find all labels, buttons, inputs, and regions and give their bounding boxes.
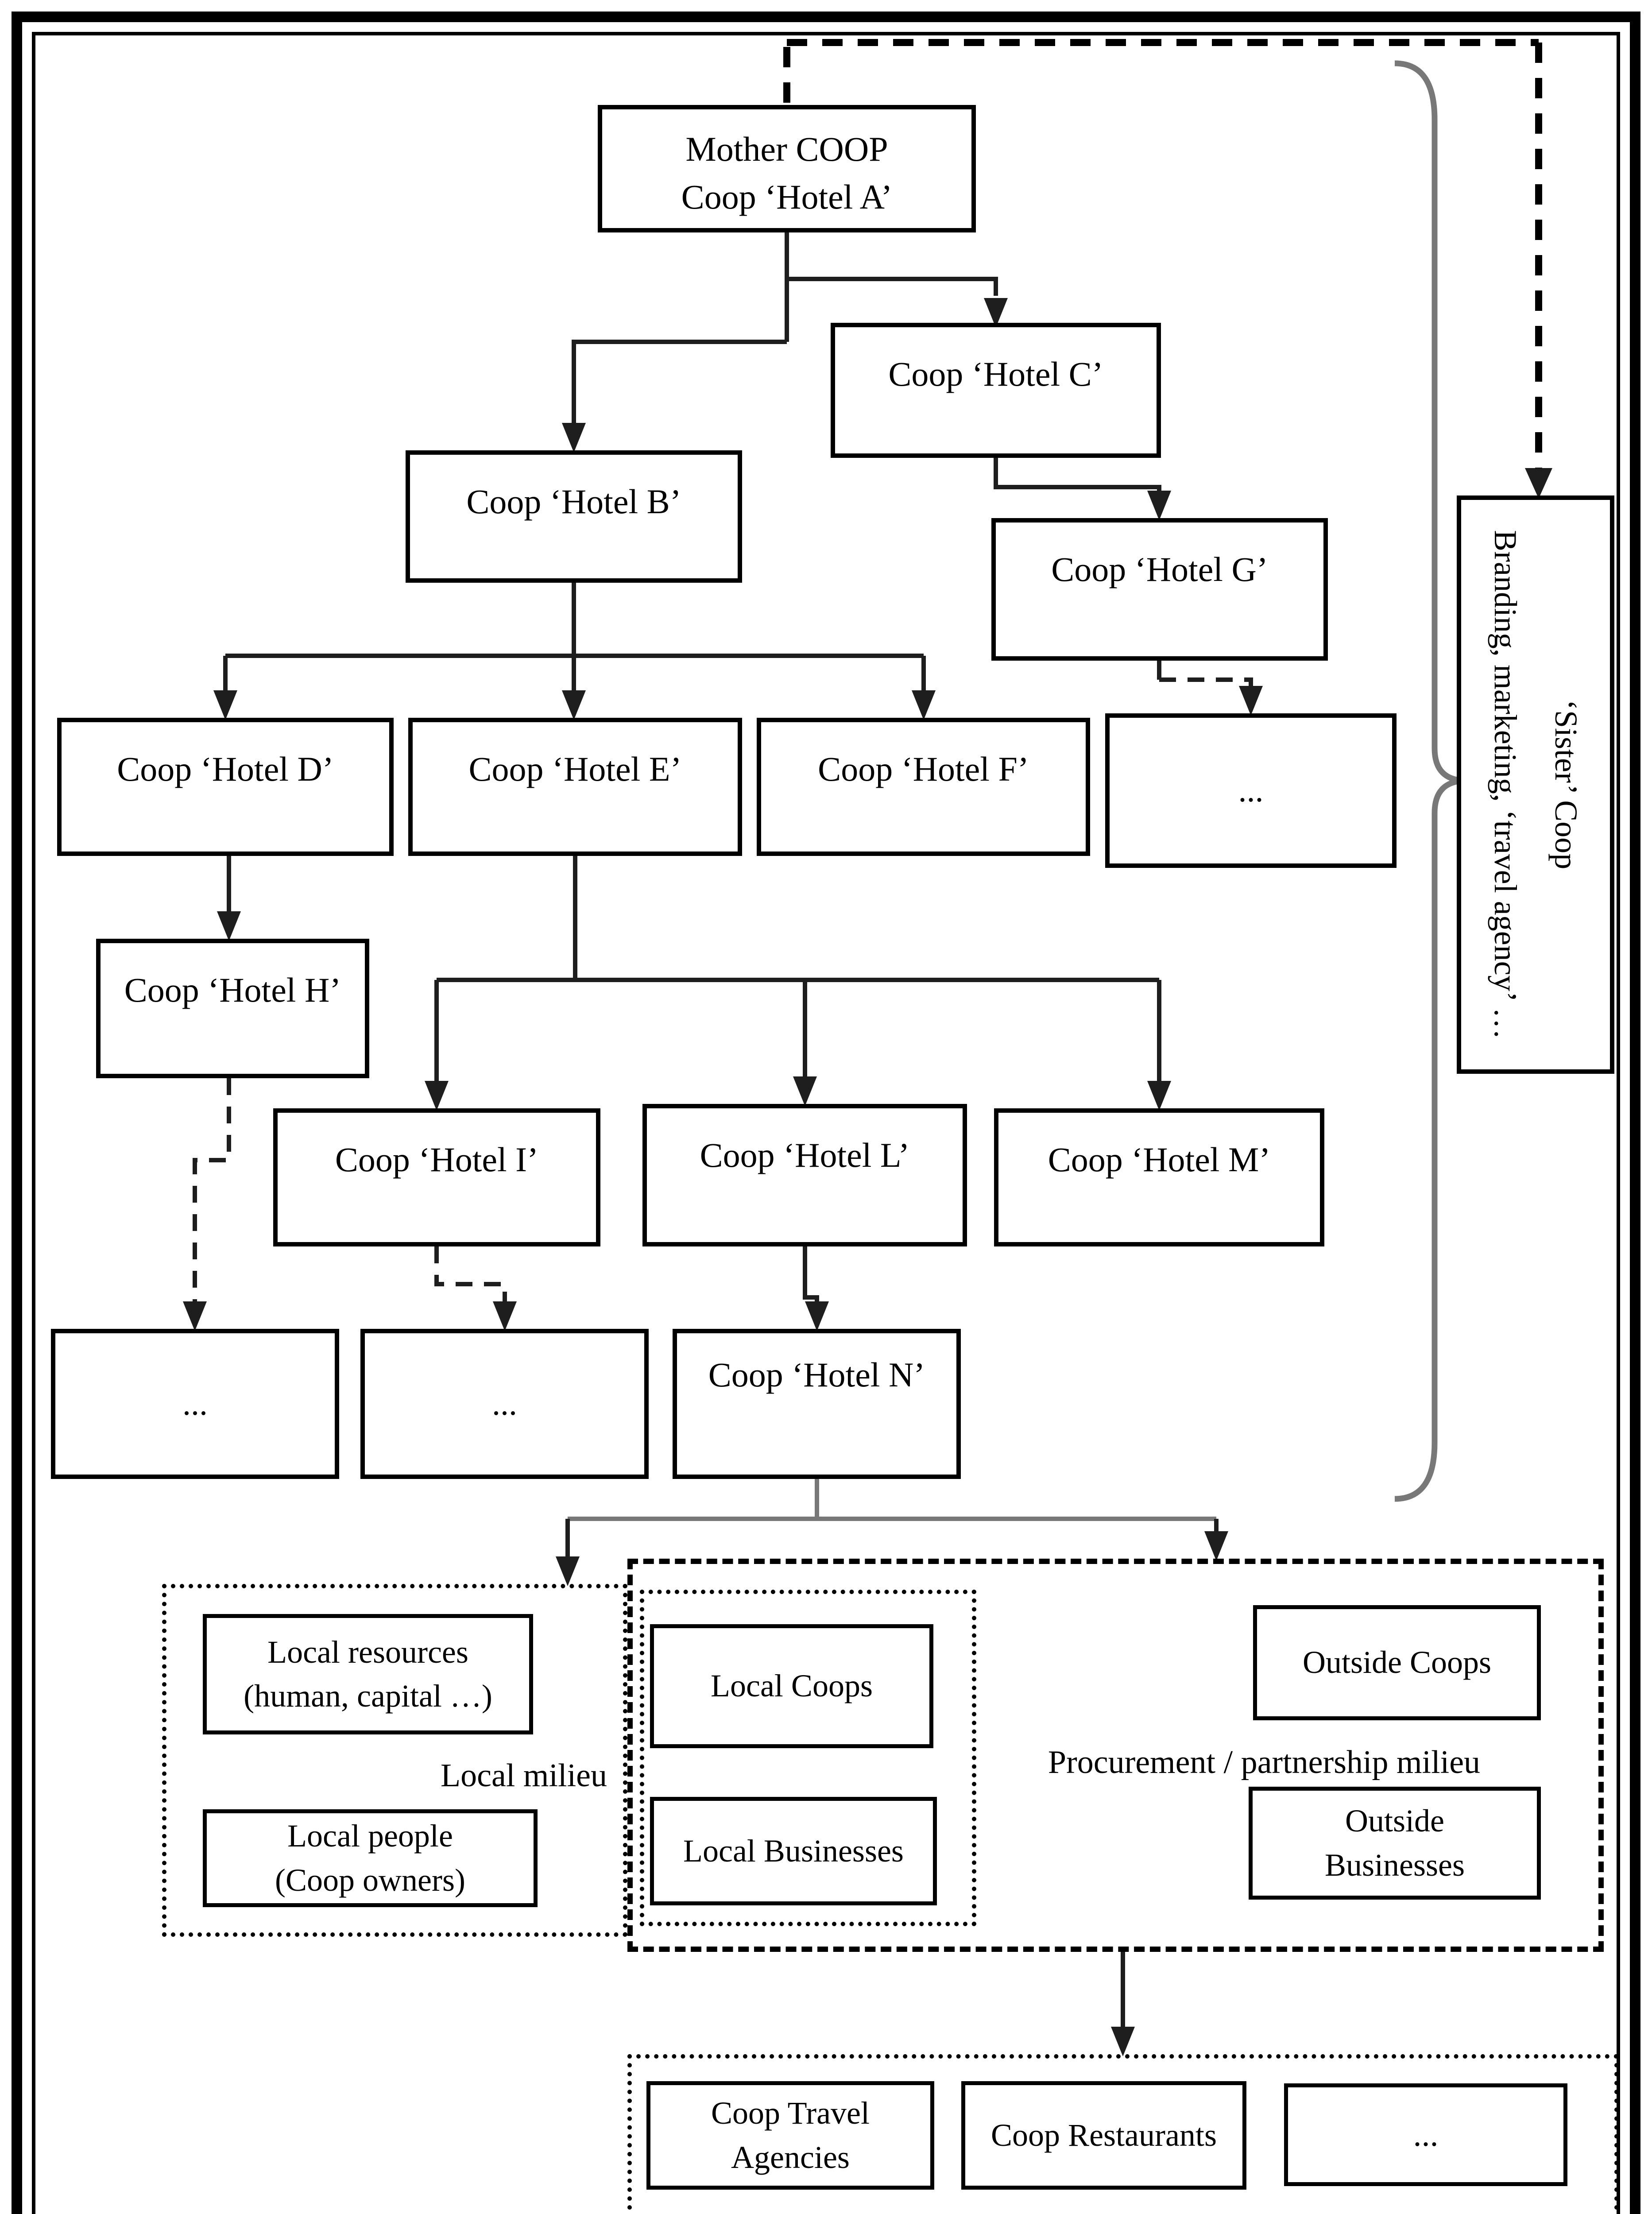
ellipsis-label: ... <box>1238 772 1264 809</box>
local-people-line1: Local people <box>287 1818 453 1854</box>
container-local-milieu <box>162 1584 627 1937</box>
outside-businesses-line1: Outside <box>1345 1803 1444 1839</box>
node-hotel-l: Coop ‘Hotel L’ <box>642 1104 967 1246</box>
box-coop-travel: Coop Travel Agencies <box>646 2081 934 2190</box>
box-local-people: Local people (Coop owners) <box>203 1809 538 1907</box>
node-hotel-a-line1: Mother COOP <box>685 130 888 168</box>
ellipsis-label: ... <box>1413 2116 1439 2153</box>
node-hotel-a-line2: Coop ‘Hotel A’ <box>681 177 893 216</box>
node-hotel-d: Coop ‘Hotel D’ <box>57 718 394 856</box>
node-hotel-a: Mother COOP Coop ‘Hotel A’ <box>598 105 976 232</box>
outside-coops-label: Outside Coops <box>1302 1645 1492 1680</box>
node-hotel-e: Coop ‘Hotel E’ <box>408 718 742 856</box>
label-procurement: Procurement / partnership milieu <box>1048 1744 1481 1780</box>
box-local-resources: Local resources (human, capital …) <box>203 1614 533 1734</box>
coop-restaurants-label: Coop Restaurants <box>991 2117 1217 2153</box>
node-hotel-g: Coop ‘Hotel G’ <box>991 518 1328 661</box>
node-hotel-h: Coop ‘Hotel H’ <box>96 939 369 1078</box>
label-local-milieu: Local milieu <box>440 1757 607 1794</box>
box-local-businesses: Local Businesses <box>650 1797 937 1905</box>
box-coop-restaurants: Coop Restaurants <box>961 2081 1246 2190</box>
node-hotel-e-label: Coop ‘Hotel E’ <box>468 750 682 788</box>
local-resources-line1: Local resources <box>267 1634 468 1670</box>
inner-frame <box>32 32 1620 2214</box>
box-outside-coops: Outside Coops <box>1253 1605 1541 1720</box>
node-ellipsis-g: ... <box>1105 713 1397 868</box>
box-outside-businesses: Outside Businesses <box>1249 1787 1541 1900</box>
node-ellipsis-i: ... <box>360 1329 649 1479</box>
box-local-coops: Local Coops <box>650 1624 933 1748</box>
outside-businesses-line2: Businesses <box>1324 1847 1465 1883</box>
coop-travel-line2: Agencies <box>731 2139 850 2175</box>
local-coops-label: Local Coops <box>711 1668 873 1704</box>
node-hotel-g-label: Coop ‘Hotel G’ <box>1051 550 1268 588</box>
outer-frame <box>12 12 1640 2214</box>
ellipsis-label: ... <box>492 1385 517 1423</box>
box-ellipsis-bottom: ... <box>1284 2083 1567 2186</box>
node-hotel-i: Coop ‘Hotel I’ <box>273 1108 600 1246</box>
local-resources-line2: (human, capital …) <box>244 1678 492 1714</box>
container-local-partners <box>640 1590 976 1926</box>
node-hotel-b-label: Coop ‘Hotel B’ <box>466 482 681 521</box>
sister-line2: Branding, marketing, ‘travel agency’ … <box>1488 530 1523 1040</box>
node-hotel-n-label: Coop ‘Hotel N’ <box>708 1355 925 1394</box>
node-hotel-b: Coop ‘Hotel B’ <box>406 450 742 583</box>
node-hotel-i-label: Coop ‘Hotel I’ <box>335 1140 539 1179</box>
container-procurement <box>627 1559 1604 1952</box>
container-other-coop <box>627 2054 1619 2214</box>
node-hotel-c-label: Coop ‘Hotel C’ <box>888 355 1103 393</box>
node-hotel-l-label: Coop ‘Hotel L’ <box>700 1136 910 1174</box>
node-hotel-m-label: Coop ‘Hotel M’ <box>1048 1140 1271 1179</box>
ellipsis-label: ... <box>182 1385 208 1423</box>
node-ellipsis-h: ... <box>51 1329 339 1479</box>
brace-icon <box>1394 60 1467 1502</box>
node-hotel-m: Coop ‘Hotel M’ <box>994 1108 1324 1246</box>
node-hotel-h-label: Coop ‘Hotel H’ <box>124 971 341 1009</box>
node-hotel-d-label: Coop ‘Hotel D’ <box>117 750 334 788</box>
sister-coop-box: ‘Sister’ Coop Branding, marketing, ‘trav… <box>1457 495 1614 1074</box>
sister-line1: ‘Sister’ Coop <box>1548 700 1584 870</box>
node-hotel-f-label: Coop ‘Hotel F’ <box>818 750 1029 788</box>
coop-travel-line1: Coop Travel <box>711 2095 870 2131</box>
node-hotel-n: Coop ‘Hotel N’ <box>673 1329 961 1479</box>
local-businesses-label: Local Businesses <box>683 1833 904 1869</box>
node-hotel-f: Coop ‘Hotel F’ <box>757 718 1090 856</box>
local-people-line2: (Coop owners) <box>275 1862 465 1898</box>
node-hotel-c: Coop ‘Hotel C’ <box>831 323 1161 458</box>
